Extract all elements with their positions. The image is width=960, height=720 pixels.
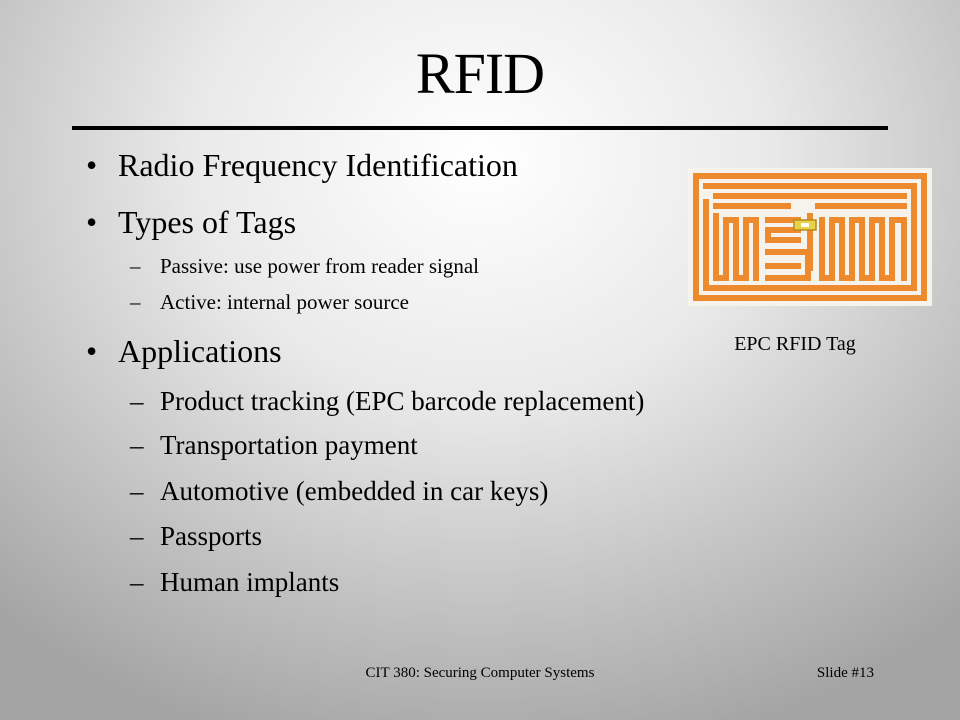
- dash-icon: –: [130, 521, 144, 551]
- footer-course: CIT 380: Securing Computer Systems: [365, 665, 595, 681]
- title-divider: [72, 126, 888, 130]
- dash-icon: –: [130, 386, 144, 416]
- sub-bullet-passive: –Passive: use power from reader signal: [130, 254, 479, 278]
- dash-icon: –: [130, 430, 144, 460]
- sub-bullet-product-tracking: –Product tracking (EPC barcode replaceme…: [130, 386, 645, 416]
- dash-icon: –: [130, 567, 144, 597]
- bullet-dot-icon: •: [86, 147, 98, 183]
- image-caption: EPC RFID Tag: [734, 333, 856, 355]
- dash-icon: –: [130, 254, 141, 278]
- dash-icon: –: [130, 290, 141, 314]
- dash-icon: –: [130, 476, 144, 506]
- epc-rfid-tag-image: [688, 168, 932, 306]
- bullet-dot-icon: •: [86, 204, 98, 240]
- footer-slide-number: Slide #13: [816, 665, 874, 681]
- sub-bullet-transportation: –Transportation payment: [130, 430, 418, 460]
- bullet-dot-icon: •: [86, 333, 98, 369]
- sub-bullet-human-implants: –Human implants: [130, 567, 340, 597]
- sub-bullet-automotive: –Automotive (embedded in car keys): [130, 476, 549, 506]
- sub-bullet-active: –Active: internal power source: [130, 290, 409, 314]
- sub-bullet-passports: –Passports: [130, 521, 263, 551]
- slide-title: RFID: [415, 41, 545, 106]
